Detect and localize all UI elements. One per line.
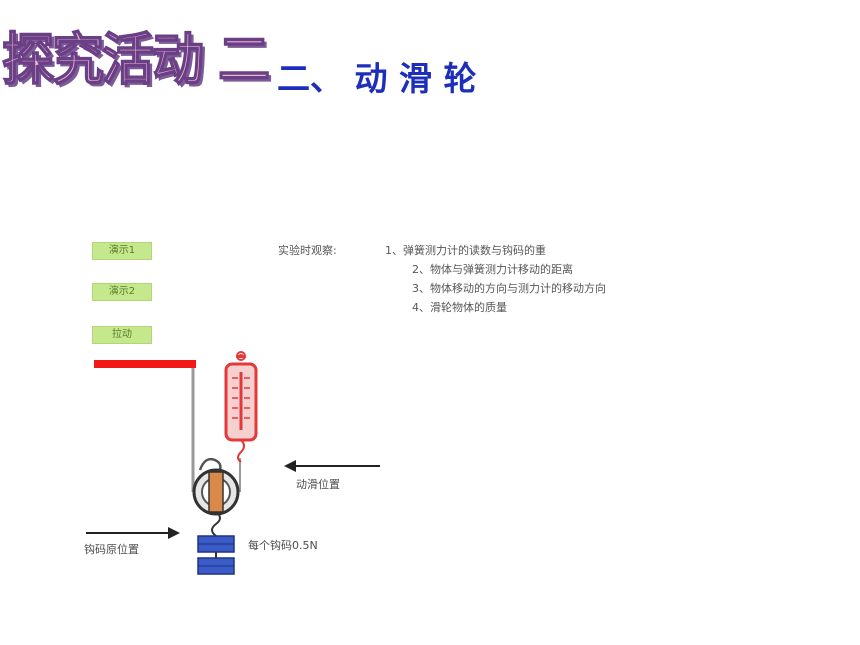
hook-position-arrow	[86, 527, 180, 539]
observation-item-2: 2、物体与弹簧测力计移动的距离	[412, 263, 573, 276]
demo-2-button[interactable]: 演示2	[92, 283, 152, 301]
weight-2[interactable]	[197, 557, 235, 575]
hanger-spring	[211, 511, 221, 537]
weight-value-label: 每个钩码0.5N	[248, 539, 318, 552]
movable-pulley	[192, 457, 240, 516]
observation-item-4: 4、滑轮物体的质量	[412, 301, 507, 314]
pulley-position-arrow	[284, 460, 380, 472]
spring-scale[interactable]	[224, 351, 258, 463]
ceiling-support	[94, 360, 196, 368]
pull-button[interactable]: 拉动	[92, 326, 152, 344]
observation-intro: 实验时观察:	[278, 244, 337, 257]
hook-position-label: 钩码原位置	[84, 543, 139, 556]
observation-item-3: 3、物体移动的方向与测力计的移动方向	[412, 282, 606, 295]
demo-1-button[interactable]: 演示1	[92, 242, 152, 260]
wordart-title: 探究活动 二	[1, 26, 271, 94]
observation-item-1: 1、弹簧测力计的读数与钩码的重	[385, 244, 546, 257]
weight-1[interactable]	[197, 535, 235, 553]
slide-title: 二、 动 滑 轮	[277, 59, 477, 98]
pulley-position-label: 动滑位置	[296, 478, 340, 491]
